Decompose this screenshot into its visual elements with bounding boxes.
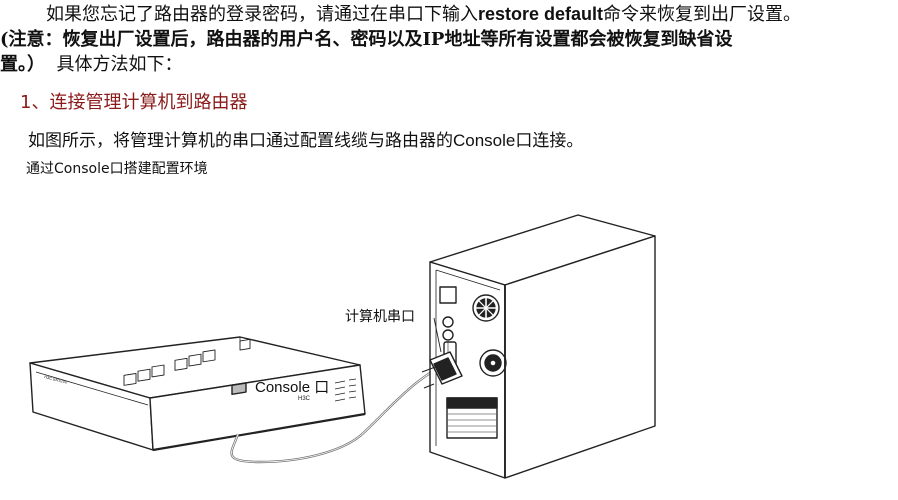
serial-port-label: 计算机串口	[345, 309, 415, 325]
figure-caption: 通过Console口搭建配置环境	[26, 161, 208, 177]
router-model-label: H3C ER5200	[44, 374, 69, 385]
router: H3C H3C ER5200	[29, 336, 366, 452]
intro-line-1: 如果您忘记了路由器的登录密码，请通过在串口下输入restore default命…	[0, 2, 898, 27]
paragraph-text: 如图所示，将管理计算机的串口通过配置线缆与路由器的	[28, 131, 453, 151]
fan-icon	[472, 294, 500, 322]
section-paragraph: 如图所示，将管理计算机的串口通过配置线缆与路由器的Console口连接。	[28, 126, 583, 151]
method-text: 具体方法如下：	[56, 54, 183, 75]
router-ports	[123, 338, 251, 386]
power-socket-icon	[439, 286, 457, 304]
restore-command: restore default	[478, 4, 604, 24]
console-port-label: Console 口	[255, 379, 330, 396]
intro-line-2: (注意：恢复出厂设置后，路由器的用户名、密码以及IP地址等所有设置都会被恢复到缺…	[0, 27, 898, 52]
computer-tower	[421, 214, 656, 479]
db9-connector	[421, 351, 463, 389]
intro-text: 如果您忘记了路由器的登录密码，请通过在串口下输入	[46, 4, 478, 25]
serial-label-leader	[433, 317, 442, 353]
vent-slots	[334, 378, 357, 402]
intro-text-end: 命令来恢复到出厂设置。	[603, 4, 802, 25]
note-ip: IP	[422, 29, 445, 50]
intro-line-3: 置。） 具体方法如下：	[0, 52, 898, 77]
note-text-2: 地址等所有设置都会被恢复到缺省设	[444, 29, 733, 50]
note-text: (注意：恢复出厂设置后，路由器的用户名、密码以及	[0, 29, 423, 50]
paragraph-console: Console	[453, 131, 516, 150]
router-brand-logo: H3C	[298, 396, 311, 402]
section-heading: 1、连接管理计算机到路由器	[20, 92, 248, 113]
console-plug	[231, 382, 247, 395]
note-text-3: 置。）	[0, 54, 45, 75]
intro-paragraph: 如果您忘记了路由器的登录密码，请通过在串口下输入restore default命…	[0, 2, 898, 77]
paragraph-text-end: 口连接。	[515, 131, 584, 151]
speaker-icon	[479, 349, 507, 377]
expansion-slots	[446, 397, 498, 439]
